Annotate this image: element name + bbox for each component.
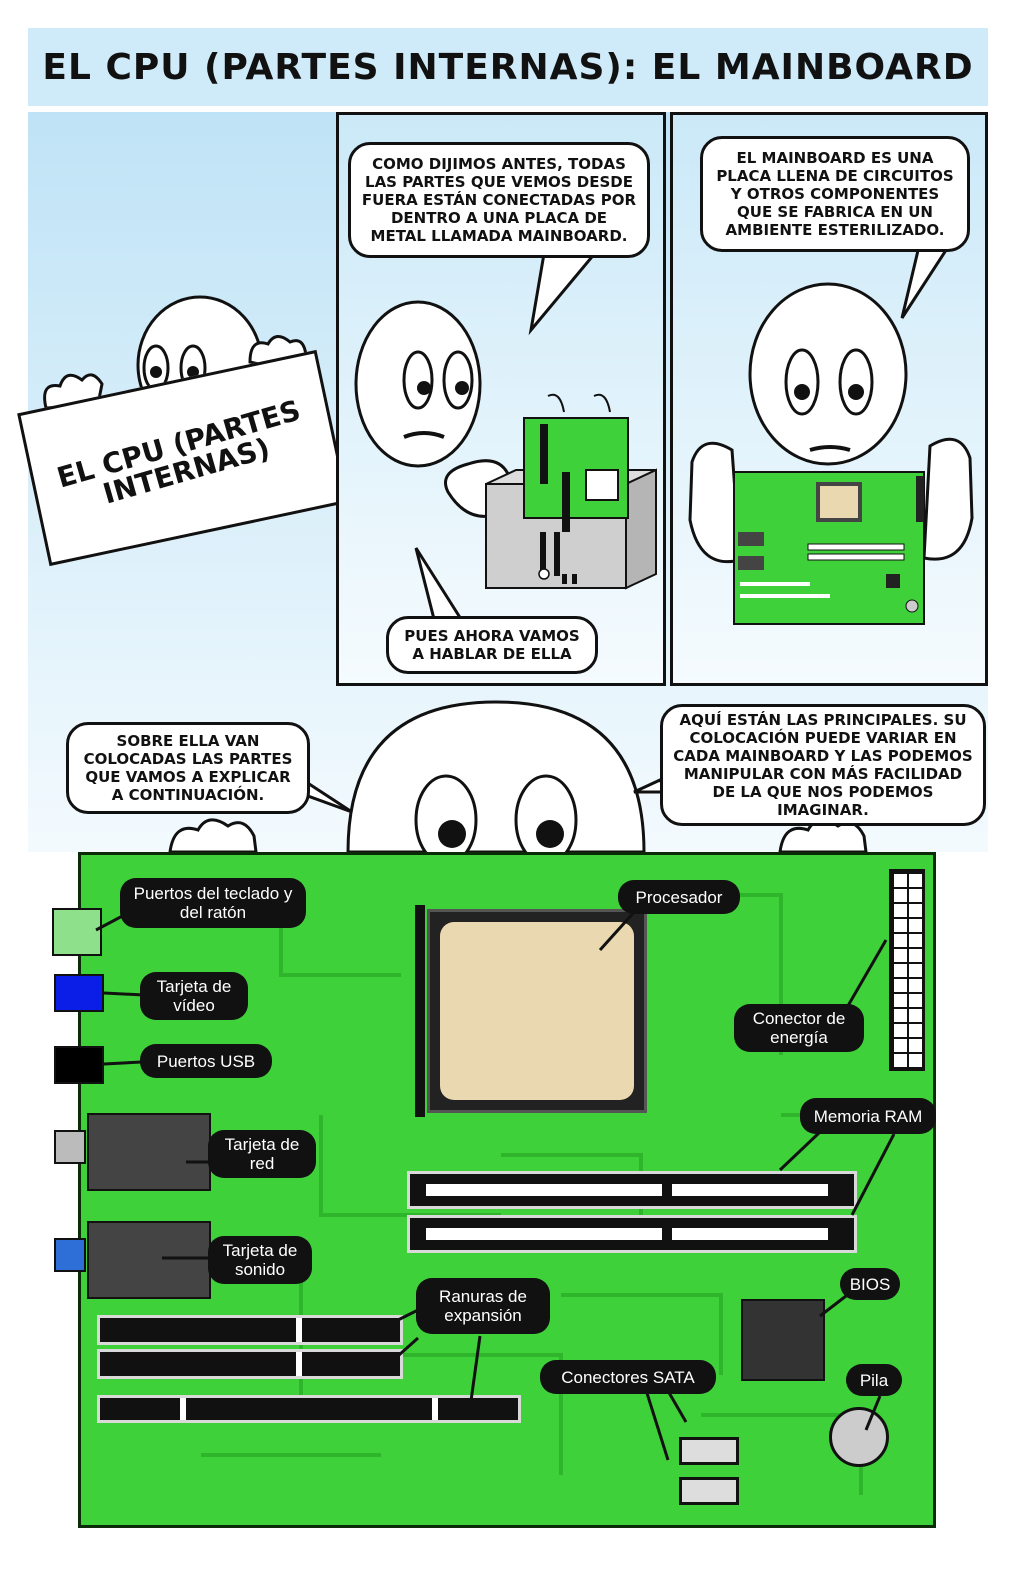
speech-bubble-panel3-top: El mainboard es una placa llena de circu… (700, 136, 970, 252)
usb-port (54, 1046, 104, 1084)
ram-slot-2 (407, 1215, 857, 1253)
speech-bubble-panel2-top: Como dijimos antes, todas las partes que… (348, 142, 650, 258)
label-processor: Procesador (618, 880, 740, 914)
label-battery: Pila (846, 1364, 902, 1396)
label-sound-card: Tarjeta de sonido (208, 1236, 312, 1284)
label-keyboard-mouse-ports: Puertos del teclado y del ratón (120, 878, 306, 928)
label-network-card: Tarjeta de red (208, 1130, 316, 1178)
expansion-slot-3 (97, 1395, 521, 1423)
battery (829, 1407, 889, 1467)
label-video-card: Tarjeta de vídeo (140, 972, 248, 1020)
sata-connector-2 (679, 1477, 739, 1505)
speech-bubble-bottom-right: Aquí están las principales. Su colocació… (660, 704, 986, 826)
label-power-connector: Conector de energía (734, 1004, 864, 1052)
speech-bubble-panel2-bottom: Pues ahora vamos a hablar de ella (386, 616, 598, 674)
sata-connector-1 (679, 1437, 739, 1465)
label-usb-ports: Puertos USB (140, 1044, 272, 1078)
panel-3-art (688, 240, 974, 625)
motherboard (78, 852, 936, 1528)
sound-card-chip (87, 1221, 211, 1299)
sound-port (54, 1238, 86, 1272)
expansion-slot-2 (97, 1349, 403, 1379)
ram-slot-1 (407, 1171, 857, 1209)
label-bios: BIOS (840, 1268, 900, 1300)
panel-2-art (354, 240, 657, 629)
label-ram-memory: Memoria RAM (800, 1098, 936, 1134)
label-sata-connectors: Conectores SATA (540, 1360, 716, 1394)
network-port (54, 1130, 86, 1164)
cpu-socket (427, 909, 647, 1113)
label-expansion-slots: Ranuras de expansión (416, 1278, 550, 1334)
bios-chip (741, 1299, 825, 1381)
power-connector (889, 869, 925, 1071)
keyboard-mouse-port (52, 908, 102, 956)
page-title: El CPU (partes internas): El Mainboard (42, 46, 974, 88)
cpu-socket-lever (415, 905, 425, 1117)
network-card-chip (87, 1113, 211, 1191)
expansion-slot-1 (97, 1315, 403, 1345)
title-banner: El CPU (partes internas): El Mainboard (28, 28, 988, 106)
speech-bubble-bottom-left: Sobre ella van colocadas las partes que … (66, 722, 310, 814)
cpu-chip (440, 922, 634, 1100)
video-port (54, 974, 104, 1012)
large-character (168, 700, 868, 860)
